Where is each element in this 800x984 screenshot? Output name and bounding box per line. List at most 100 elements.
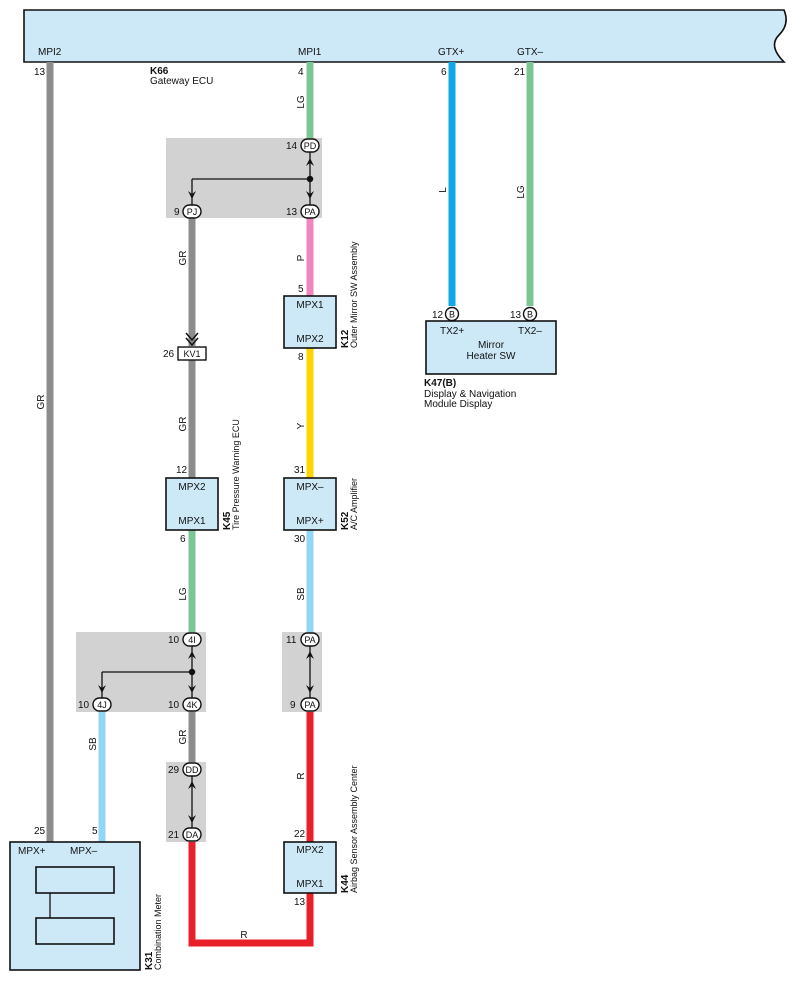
svg-text:K12: K12 bbox=[340, 329, 351, 348]
svg-text:Display & Navigation: Display & Navigation bbox=[424, 389, 516, 400]
svg-text:DD: DD bbox=[186, 765, 199, 775]
svg-text:4J: 4J bbox=[97, 700, 107, 710]
wire-label-sb-mid: SB bbox=[296, 587, 307, 601]
wire-label-gr-long: GR bbox=[36, 395, 47, 410]
svg-text:MPX1: MPX1 bbox=[296, 300, 324, 311]
connector-arrows bbox=[98, 158, 314, 823]
svg-text:TX2–: TX2– bbox=[518, 326, 542, 337]
svg-text:10: 10 bbox=[168, 635, 180, 646]
svg-text:4K: 4K bbox=[186, 700, 197, 710]
svg-text:MPX+: MPX+ bbox=[18, 846, 46, 857]
wire-label-p: P bbox=[296, 254, 307, 261]
svg-text:10: 10 bbox=[78, 700, 90, 711]
component-k31: MPX+ MPX– 25 5 K31 Combination Meter bbox=[9, 826, 163, 971]
svg-text:21: 21 bbox=[168, 830, 180, 841]
svg-text:13: 13 bbox=[294, 897, 306, 908]
gateway-ecu-box bbox=[23, 9, 787, 63]
svg-text:MPX2: MPX2 bbox=[296, 845, 324, 856]
svg-text:25: 25 bbox=[34, 826, 46, 837]
svg-text:4I: 4I bbox=[188, 635, 196, 645]
wire-r-bottom bbox=[188, 842, 314, 947]
wire-label-l: L bbox=[438, 187, 449, 193]
svg-text:11: 11 bbox=[286, 635, 297, 646]
svg-text:MPX–: MPX– bbox=[296, 482, 324, 493]
junction-dd: DD 29 bbox=[168, 762, 202, 777]
component-k44: MPX2 MPX1 22 13 K44 Airbag Sensor Assemb… bbox=[283, 765, 359, 908]
wire-label-gr-2: GR bbox=[178, 417, 189, 432]
k31-inner-block-2 bbox=[35, 917, 115, 945]
svg-text:8: 8 bbox=[298, 352, 304, 363]
svg-text:DA: DA bbox=[186, 830, 199, 840]
svg-text:10: 10 bbox=[168, 700, 180, 711]
svg-text:MPX2: MPX2 bbox=[178, 482, 206, 493]
svg-text:Mirror: Mirror bbox=[478, 340, 505, 351]
svg-text:MPX1: MPX1 bbox=[178, 516, 206, 527]
svg-text:MPX+: MPX+ bbox=[296, 516, 324, 527]
svg-text:Outer Mirror SW Assembly: Outer Mirror SW Assembly bbox=[349, 241, 359, 348]
svg-text:K45: K45 bbox=[222, 511, 233, 530]
wire-label-sb-left: SB bbox=[88, 737, 99, 751]
svg-text:MPX–: MPX– bbox=[70, 846, 98, 857]
gateway-pin-number-4: 4 bbox=[298, 67, 304, 78]
svg-text:5: 5 bbox=[298, 284, 304, 295]
svg-text:14: 14 bbox=[286, 141, 298, 152]
svg-text:12: 12 bbox=[432, 310, 444, 321]
svg-text:5: 5 bbox=[92, 826, 98, 837]
junction-4j: 4J 10 bbox=[78, 697, 112, 712]
svg-text:KV1: KV1 bbox=[183, 349, 200, 359]
svg-text:K52: K52 bbox=[340, 511, 351, 530]
gateway-code: K66 bbox=[150, 66, 169, 77]
junction-kv1: KV1 26 bbox=[163, 332, 207, 361]
svg-text:PA: PA bbox=[304, 207, 315, 217]
svg-text:26: 26 bbox=[163, 349, 175, 360]
junction-pa-13: PA 13 bbox=[286, 204, 320, 219]
wire-label-y: Y bbox=[296, 422, 307, 429]
junction-4k: 4K 10 bbox=[168, 697, 202, 712]
gateway-pin-number-21: 21 bbox=[514, 67, 526, 78]
component-k52: MPX– MPX+ 31 30 K52 A/C Amplifier bbox=[283, 465, 359, 545]
svg-text:13: 13 bbox=[286, 207, 298, 218]
component-k47: TX2+ TX2– Mirror Heater SW B 12 B 13 K47… bbox=[424, 306, 557, 410]
svg-text:Combination Meter: Combination Meter bbox=[153, 894, 163, 970]
wire-label-gr-3: GR bbox=[178, 730, 189, 745]
junction-pa-9: PA 9 bbox=[290, 697, 320, 712]
gateway-pin-number-13: 13 bbox=[34, 67, 46, 78]
junction-pa-11: PA 11 bbox=[286, 632, 320, 647]
k47-terminal-12: B 12 bbox=[432, 306, 460, 322]
gateway-pin-label-mpi2: MPI2 bbox=[38, 47, 62, 58]
svg-text:Module Display: Module Display bbox=[424, 399, 492, 410]
svg-text:PA: PA bbox=[304, 635, 315, 645]
junction-pj: PJ 9 bbox=[174, 204, 202, 219]
svg-text:31: 31 bbox=[294, 465, 306, 476]
wire-label-r-bottom: R bbox=[240, 930, 247, 941]
component-k45: MPX2 MPX1 12 6 K45 Tire Pressure Warning… bbox=[165, 419, 241, 545]
k47-terminal-13: B 13 bbox=[510, 306, 538, 322]
svg-text:B: B bbox=[527, 310, 533, 320]
svg-text:TX2+: TX2+ bbox=[440, 326, 464, 337]
wire-label-r-mid: R bbox=[296, 772, 307, 779]
svg-text:13: 13 bbox=[510, 310, 522, 321]
k31-inner-block-1 bbox=[35, 866, 115, 894]
wire-label-lg-right: LG bbox=[516, 185, 527, 199]
wire-label-lg-mid: LG bbox=[178, 587, 189, 601]
svg-text:PA: PA bbox=[304, 700, 315, 710]
junction-pd: PD 14 bbox=[286, 138, 320, 153]
gateway-pin-number-6: 6 bbox=[441, 67, 447, 78]
svg-text:PD: PD bbox=[304, 141, 317, 151]
svg-text:9: 9 bbox=[174, 207, 180, 218]
svg-text:Tire Pressure Warning ECU: Tire Pressure Warning ECU bbox=[231, 419, 241, 530]
svg-text:30: 30 bbox=[294, 534, 306, 545]
svg-text:29: 29 bbox=[168, 765, 180, 776]
svg-text:A/C Amplifier: A/C Amplifier bbox=[349, 478, 359, 530]
wire-label-gr-1: GR bbox=[178, 251, 189, 266]
junction-4i: 4I 10 bbox=[168, 632, 202, 647]
gateway-pin-label-mpi1: MPI1 bbox=[298, 47, 322, 58]
svg-text:22: 22 bbox=[294, 829, 306, 840]
gateway-name: Gateway ECU bbox=[150, 76, 213, 87]
component-k12: MPX1 MPX2 5 8 K12 Outer Mirror SW Assemb… bbox=[283, 241, 359, 363]
svg-text:MPX2: MPX2 bbox=[296, 334, 324, 345]
wire-label-lg-top: LG bbox=[296, 95, 307, 109]
svg-text:K31: K31 bbox=[144, 951, 155, 970]
svg-text:K47(B): K47(B) bbox=[424, 378, 456, 389]
